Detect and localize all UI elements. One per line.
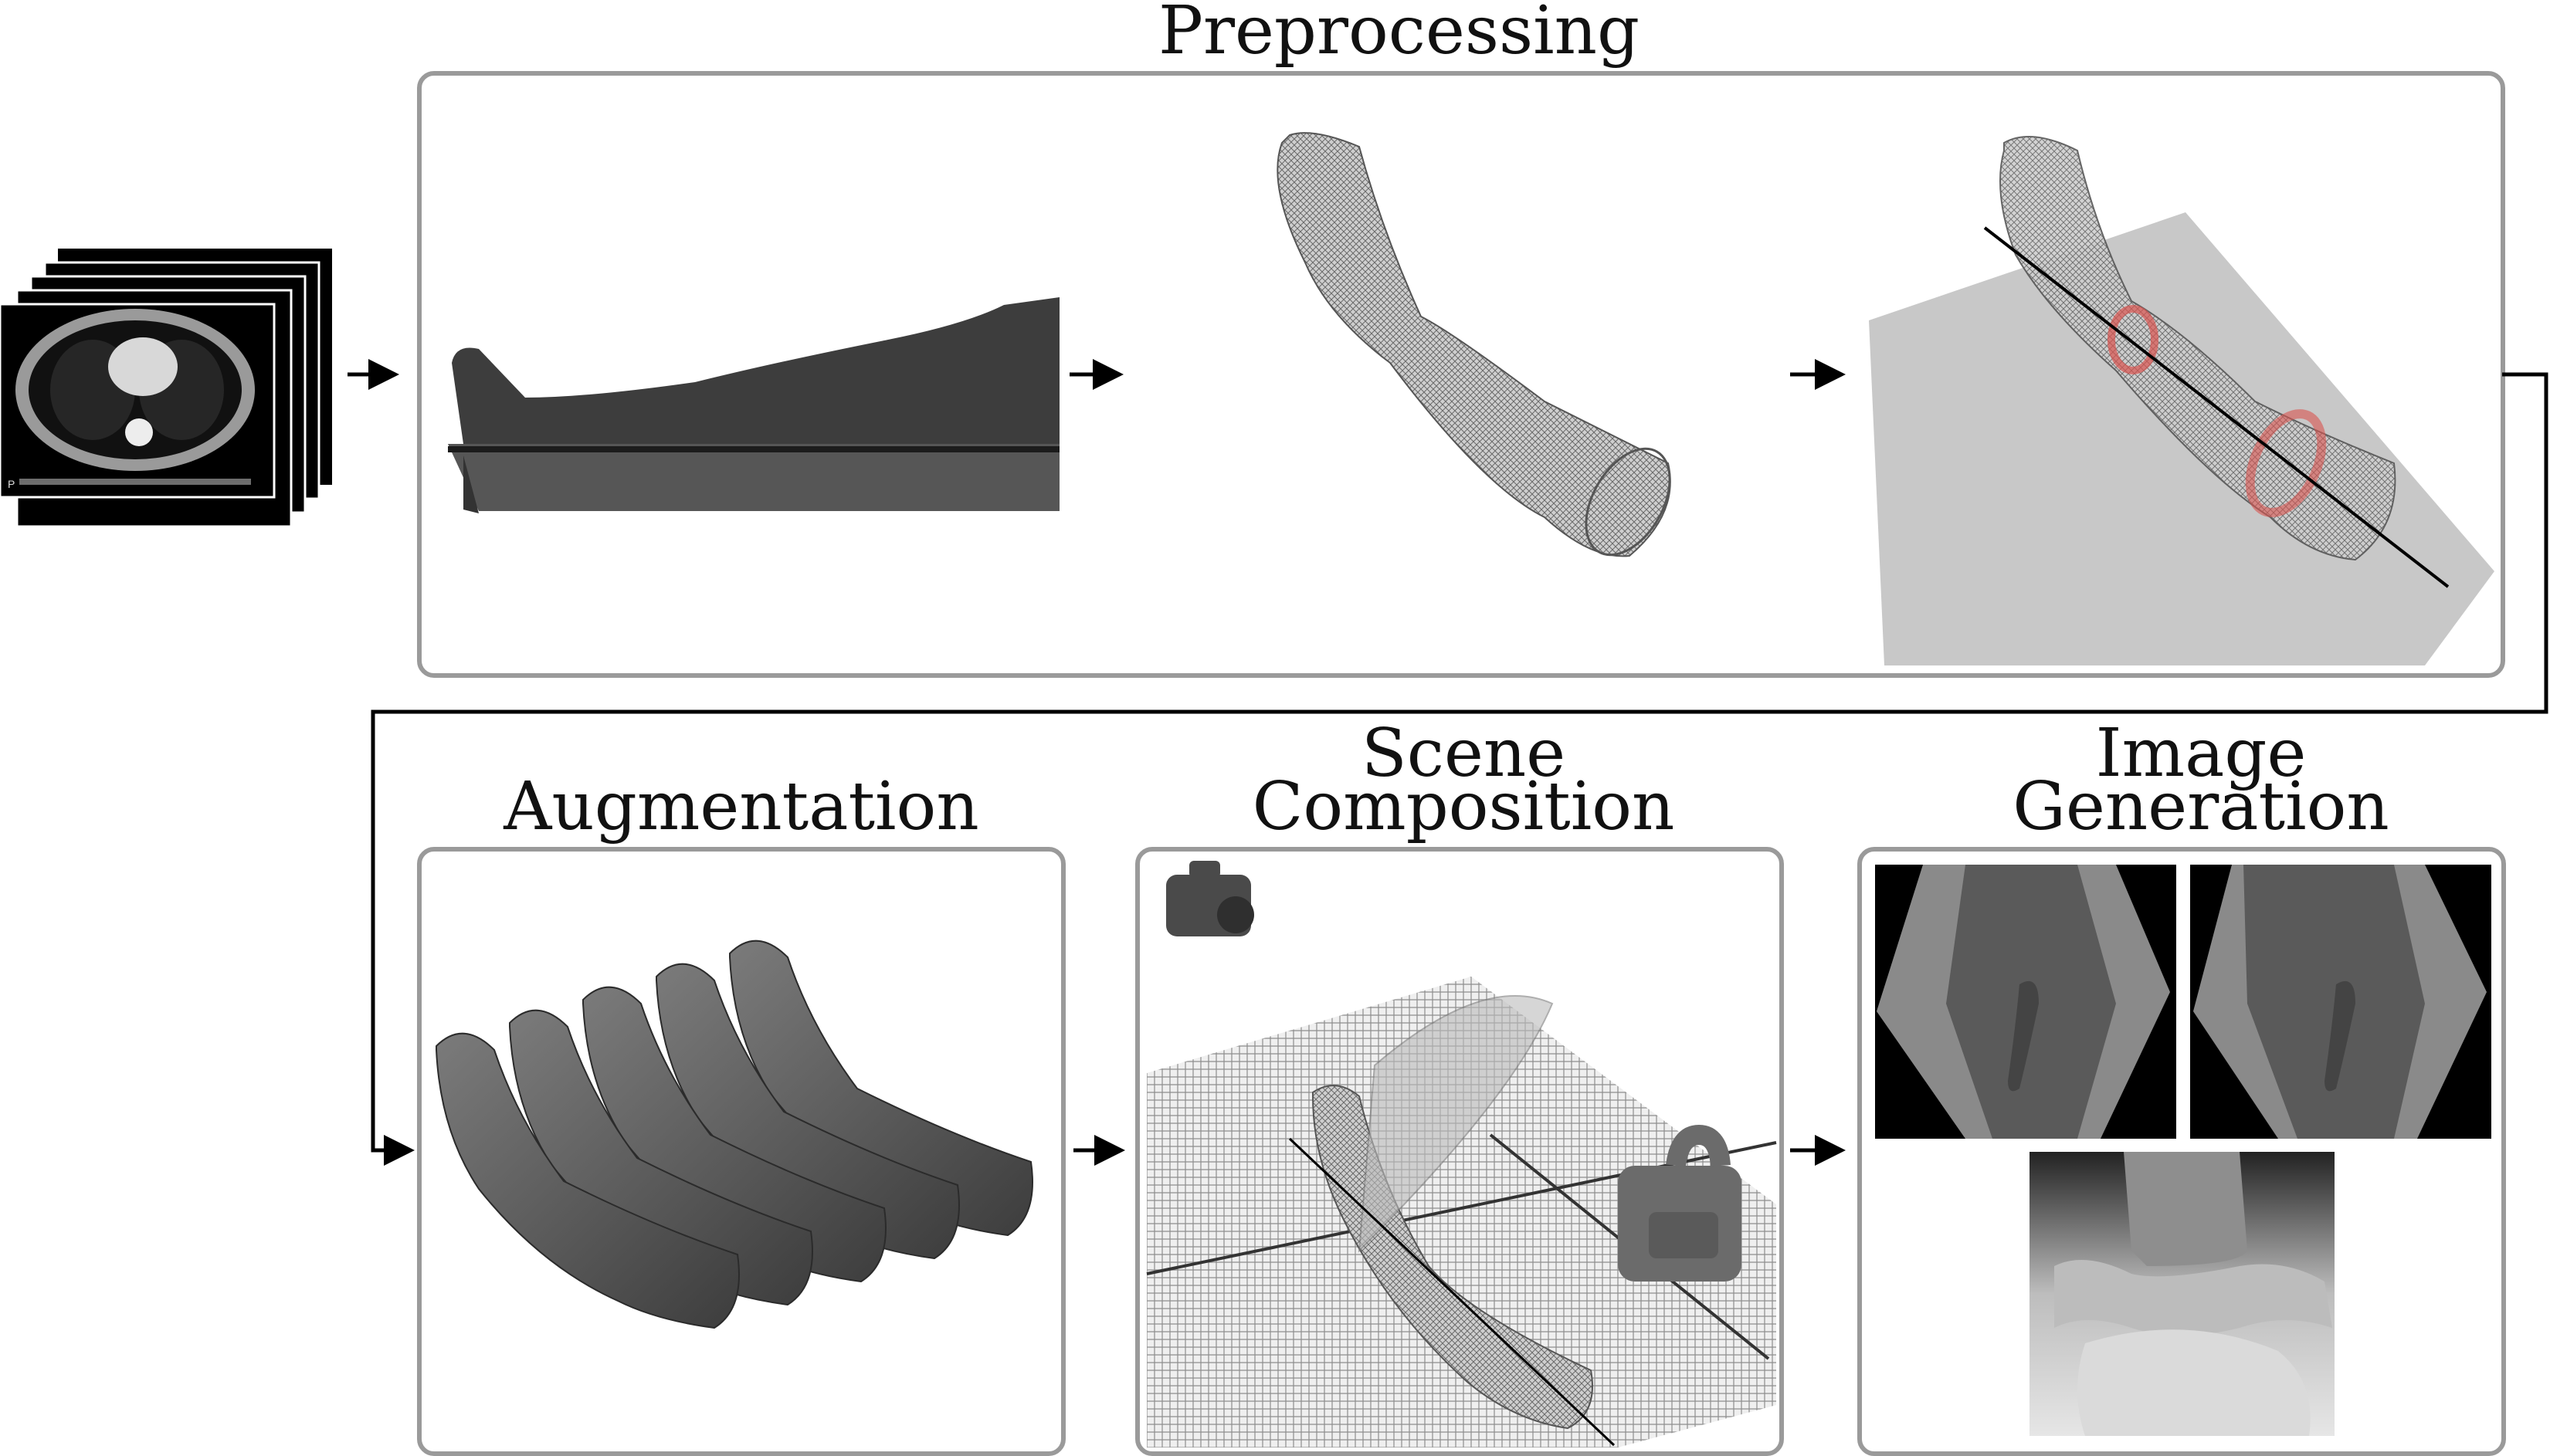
depth-map-right <box>2190 865 2491 1139</box>
augmented-legs <box>436 940 1033 1329</box>
scene-composition-title-line2: Composition <box>1252 768 1675 845</box>
scene-composition-title-line1: Scene <box>1361 715 1566 792</box>
ct-scan-stack: P <box>0 249 332 528</box>
leg-on-plane <box>1869 136 2494 665</box>
camera-icon <box>1166 861 1254 936</box>
ct-slice-marker: P <box>8 478 15 490</box>
depth-map-left <box>1875 865 2176 1139</box>
body-mesh <box>448 297 1060 513</box>
image-generation-title-line2: Generation <box>2013 768 2389 845</box>
leg-wireframe <box>1277 132 1671 557</box>
scene-leg <box>1288 995 1616 1447</box>
image-generation-title-line1: Image <box>2095 715 2307 792</box>
detector-icon <box>1618 1124 1741 1282</box>
preprocessing-title: Preprocessing <box>1158 0 1640 69</box>
arrow-preprocessing-to-augmentation <box>371 372 2548 1166</box>
xray-image <box>2029 1152 2335 1436</box>
augmentation-title: Augmentation <box>504 768 979 845</box>
